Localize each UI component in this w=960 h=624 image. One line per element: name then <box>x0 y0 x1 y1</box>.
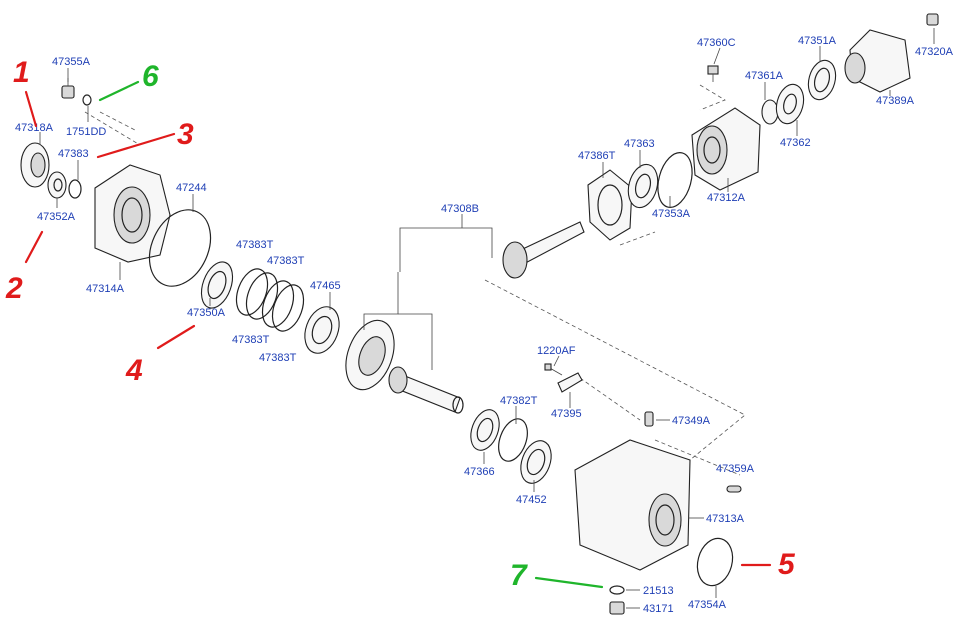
part-seal-47366 <box>470 409 500 451</box>
part-pin-47359A <box>726 485 742 493</box>
part-pinion-shaft <box>388 366 464 414</box>
label-47352A: 47352A <box>37 211 76 223</box>
annotation-7: 7 <box>510 559 528 592</box>
part-flange-47389A <box>844 29 911 93</box>
label-1751DD: 1751DD <box>66 126 106 138</box>
annotation-2: 2 <box>5 272 23 305</box>
part-ring-gear-47308B <box>345 319 395 391</box>
label-47354A: 47354A <box>688 599 727 611</box>
part-nut-47320A <box>926 13 939 26</box>
label-47359A: 47359A <box>716 463 755 475</box>
label-47320A: 47320A <box>915 46 954 58</box>
label-47452: 47452 <box>516 494 547 506</box>
part-bearing-47361A <box>761 99 779 125</box>
part-oring-47244 <box>148 209 212 287</box>
label-47360C: 47360C <box>697 37 736 49</box>
label-47244: 47244 <box>176 182 207 194</box>
part-gasket-47386T <box>587 169 633 241</box>
label-47353A: 47353A <box>652 208 691 220</box>
label-47318A: 47318A <box>15 122 54 134</box>
label-47366: 47366 <box>464 466 495 478</box>
assembly-guides <box>84 84 746 476</box>
part-plug-43171 <box>609 601 625 615</box>
label-47465: 47465 <box>310 280 341 292</box>
part-oring-47354A <box>696 537 734 587</box>
label-47314A: 47314A <box>86 283 125 295</box>
label-47351A: 47351A <box>798 35 837 47</box>
part-seal-47318A <box>20 142 50 188</box>
part-drive-pinion <box>502 221 585 279</box>
annotation-3: 3 <box>177 118 194 151</box>
annotation-4: 4 <box>125 354 143 387</box>
part-washer-47383 <box>68 179 82 199</box>
annotation-1: 1 <box>13 56 30 89</box>
part-bearing-47362 <box>775 83 805 125</box>
label-47386T: 47386T <box>578 150 616 162</box>
label-47389A: 47389A <box>876 95 915 107</box>
label-47395: 47395 <box>551 408 582 420</box>
label-47362: 47362 <box>780 137 811 149</box>
part-bearing-47465 <box>304 306 340 354</box>
part-seal-47351A <box>807 59 837 101</box>
part-shims-47383T <box>235 268 305 332</box>
part-bearing-47452 <box>520 440 552 484</box>
part-bolt-47360C <box>707 65 719 82</box>
part-case-47313A <box>574 439 691 571</box>
label-47383T-right: 47383T <box>267 255 305 267</box>
annotation-strokes <box>24 80 772 589</box>
label-47313A: 47313A <box>706 513 745 525</box>
part-labels: 47355A 47318A 1751DD 47383 47352A 47314A… <box>15 35 954 615</box>
label-leaders <box>39 28 935 609</box>
part-carrier-47312A <box>691 107 761 191</box>
part-bracket-47395 <box>557 372 583 393</box>
part-oring-1751DD <box>82 94 92 106</box>
annotation-5: 5 <box>778 548 796 581</box>
label-47383: 47383 <box>58 148 89 160</box>
label-47350A: 47350A <box>187 307 226 319</box>
label-47383T-top: 47383T <box>236 239 274 251</box>
label-47355A: 47355A <box>52 56 91 68</box>
part-housing-47314A <box>94 164 171 263</box>
label-43171: 43171 <box>643 603 674 615</box>
label-47383T-bottom: 47383T <box>259 352 297 364</box>
label-47363: 47363 <box>624 138 655 150</box>
label-47349A: 47349A <box>672 415 711 427</box>
part-bearing-47352A <box>47 171 67 199</box>
part-bolt-1220AF <box>544 363 563 376</box>
label-47361A: 47361A <box>745 70 784 82</box>
label-47383T-bottom-left: 47383T <box>232 334 270 346</box>
label-47382T: 47382T <box>500 395 538 407</box>
label-47308B: 47308B <box>441 203 479 215</box>
part-washer-21513 <box>609 585 625 595</box>
part-oring-47353A <box>657 152 693 208</box>
part-ring-47382T <box>498 418 528 462</box>
part-bearing-47350A <box>200 261 234 309</box>
label-47312A: 47312A <box>707 192 746 204</box>
annotation-numbers: 1 2 3 4 5 6 7 <box>5 56 796 592</box>
annotation-6: 6 <box>142 60 159 93</box>
label-21513: 21513 <box>643 585 674 597</box>
part-bearing-47363 <box>627 163 659 209</box>
part-breather-47349A <box>644 411 654 427</box>
label-1220AF: 1220AF <box>537 345 576 357</box>
